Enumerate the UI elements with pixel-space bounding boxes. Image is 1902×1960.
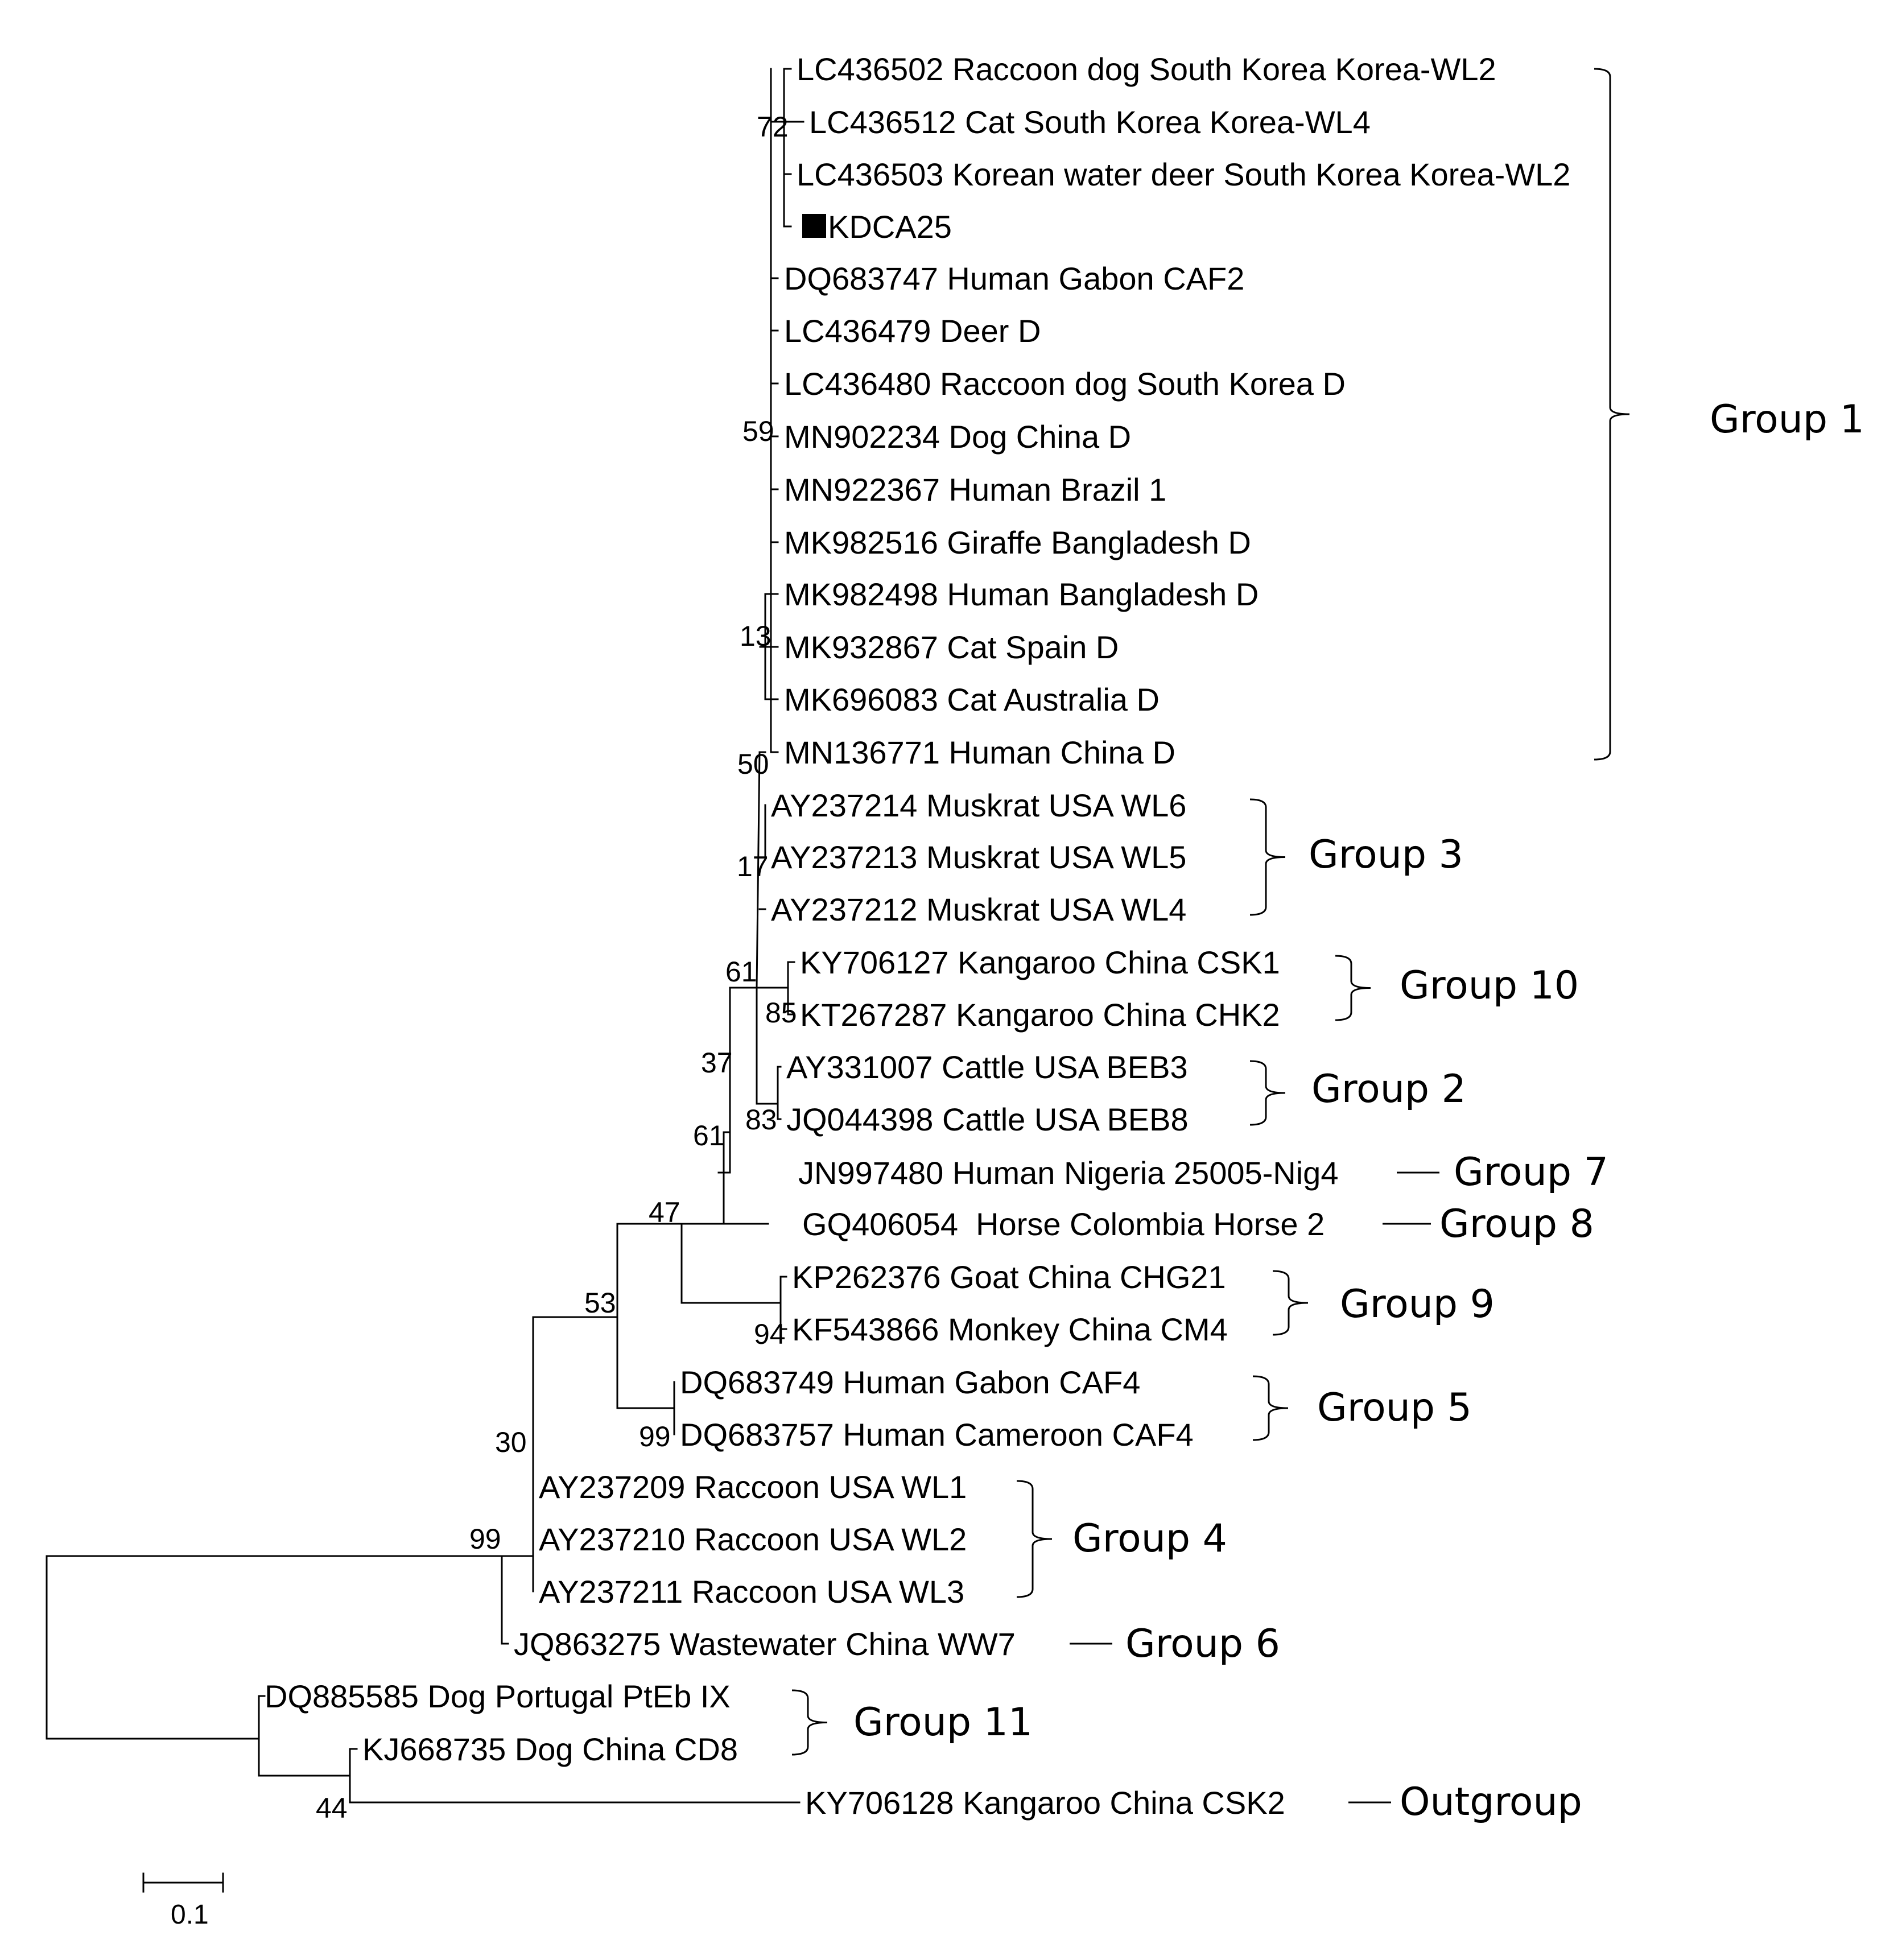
leaf-label: KY706128 Kangaroo China CSK2 <box>805 1785 1285 1821</box>
leaf-label: AY237210 Raccoon USA WL2 <box>539 1521 967 1557</box>
group-name: Group 9 <box>1340 1282 1495 1327</box>
bootstrap-value: 61 <box>725 956 757 988</box>
leaf-label: MN922367 Human Brazil 1 <box>784 472 1166 507</box>
group-name: Group 10 <box>1400 963 1579 1008</box>
leaf-label: DQ683757 Human Cameroon CAF4 <box>680 1417 1194 1453</box>
scale-bar-line <box>142 1872 224 1893</box>
bootstrap-value: 85 <box>765 997 797 1029</box>
leaf-label: MK932867 Cat Spain D <box>784 629 1119 665</box>
leaf-label: AY237209 Raccoon USA WL1 <box>539 1469 967 1505</box>
leaf-label: LC436512 Cat South Korea Korea-WL4 <box>809 104 1371 140</box>
bootstrap-value: 37 <box>701 1047 733 1079</box>
bootstrap-value: 50 <box>737 748 769 780</box>
leaf-label: MK982498 Human Bangladesh D <box>784 576 1259 612</box>
leaf-label: JN997480 Human Nigeria 25005-Nig4 <box>798 1155 1338 1191</box>
leaf-label: AY237212 Muskrat USA WL4 <box>771 892 1186 927</box>
leaf-label: KT267287 Kangaroo China CHK2 <box>800 997 1280 1033</box>
group-bracket <box>1249 798 1286 916</box>
group-name: Group 8 <box>1439 1202 1594 1247</box>
group-bracket <box>1016 1480 1053 1598</box>
leaf-label: LC436479 Deer D <box>784 313 1041 349</box>
bootstrap-value: 72 <box>757 111 789 143</box>
leaf-label: JQ044398 Cattle USA BEB8 <box>786 1101 1189 1137</box>
leaf-label: KDCA25 <box>828 209 952 245</box>
group-name: Group 6 <box>1125 1621 1280 1666</box>
highlight-square-icon <box>802 214 826 238</box>
bootstrap-value: 99 <box>639 1421 671 1453</box>
leaf-label: KP262376 Goat China CHG21 <box>792 1259 1226 1295</box>
bootstrap-value: 13 <box>740 620 771 652</box>
bootstrap-value: 61 <box>693 1120 725 1152</box>
bootstrap-value: 47 <box>649 1196 680 1228</box>
bootstrap-value: 59 <box>742 415 774 447</box>
leaf-label: JQ863275 Wastewater China WW7 <box>514 1626 1016 1662</box>
leaf-label: MN136771 Human China D <box>784 735 1175 770</box>
leaf-labels: LC436502 Raccoon dog South Korea Korea-W… <box>265 51 1570 1821</box>
leaf-label: MK696083 Cat Australia D <box>784 682 1160 717</box>
leaf-label: GQ406054 Horse Colombia Horse 2 <box>802 1206 1325 1242</box>
bootstrap-value: 99 <box>469 1523 501 1555</box>
bootstrap-value: 94 <box>754 1318 786 1350</box>
leaf-label: KY706127 Kangaroo China CSK1 <box>800 944 1280 980</box>
scale-bar: 0.1 <box>142 1872 224 1930</box>
leaf-label: MN902234 Dog China D <box>784 419 1131 455</box>
group-bracket <box>1594 68 1630 761</box>
leaf-label: AY237211 Raccoon USA WL3 <box>539 1574 964 1610</box>
leaf-label: DQ683747 Human Gabon CAF2 <box>784 261 1244 296</box>
group-bracket <box>791 1689 828 1756</box>
bootstrap-value: 44 <box>316 1792 348 1824</box>
leaf-label: LC436480 Raccoon dog South Korea D <box>784 366 1346 402</box>
bootstrap-value: 53 <box>584 1287 616 1319</box>
bootstrap-value: 30 <box>495 1426 527 1458</box>
group-name: Group 1 <box>1710 397 1864 442</box>
group-bracket <box>1272 1270 1309 1336</box>
leaf-label: KF543866 Monkey China CM4 <box>792 1311 1228 1347</box>
group-name: Group 3 <box>1309 832 1463 877</box>
leaf-label: DQ683749 Human Gabon CAF4 <box>680 1364 1140 1400</box>
leaf-label: LC436502 Raccoon dog South Korea Korea-W… <box>797 51 1496 87</box>
group-bracket <box>1252 1375 1289 1441</box>
leaf-label: AY237213 Muskrat USA WL5 <box>771 839 1186 875</box>
tree-branches <box>46 68 804 1804</box>
leaf-label: AY331007 Cattle USA BEB3 <box>786 1049 1188 1085</box>
group-name: Group 5 <box>1317 1385 1472 1430</box>
bootstrap-value: 83 <box>745 1104 777 1136</box>
tree-branch <box>756 751 761 989</box>
group-bracket <box>1249 1060 1286 1126</box>
group-name: Group 4 <box>1072 1516 1227 1561</box>
scale-bar-label: 0.1 <box>171 1900 209 1930</box>
group-bracket <box>1335 955 1371 1021</box>
group-name: Group 11 <box>853 1700 1033 1745</box>
bootstrap-value: 17 <box>737 851 769 882</box>
group-name: Outgroup <box>1400 1780 1582 1825</box>
leaf-label: AY237214 Muskrat USA WL6 <box>771 787 1186 823</box>
group-name: Group 7 <box>1454 1150 1608 1195</box>
leaf-label: MK982516 Giraffe Bangladesh D <box>784 525 1251 560</box>
leaf-label: KJ668735 Dog China CD8 <box>362 1731 738 1767</box>
leaf-label: DQ885585 Dog Portugal PtEb IX <box>265 1678 731 1714</box>
leaf-label: LC436503 Korean water deer South Korea K… <box>797 156 1570 192</box>
group-brackets: Group 1 Group 3 Group 10 Group 2 Group 7 Grou… <box>791 68 1864 1825</box>
group-name: Group 2 <box>1311 1067 1466 1112</box>
